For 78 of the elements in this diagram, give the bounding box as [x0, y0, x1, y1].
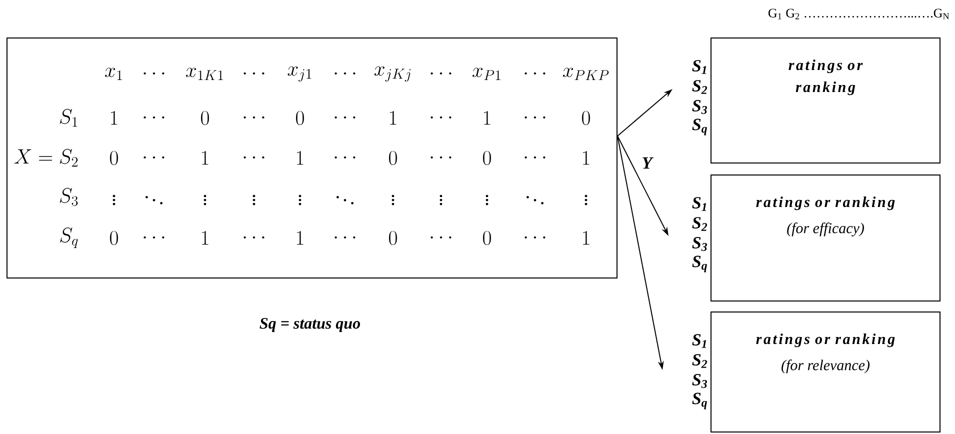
matrix-cell: $\vdots$ — [584, 194, 588, 206]
matrix-cell: $1$ — [202, 150, 208, 165]
matrix-cell: $\cdots$ — [244, 156, 264, 159]
matrix-cell: $1$ — [390, 110, 396, 125]
note: Sq = status quo — [260, 318, 360, 332]
matrix-cell: $1$ — [202, 230, 208, 245]
matrix-cell: $1$ — [583, 230, 590, 245]
result-box: ratings or ranking — [710, 38, 940, 164]
matrix-cell: $\vdots$ — [440, 194, 442, 206]
row-label: S$_{1}$ — [692, 60, 706, 74]
row-label: S$_{1}$ — [692, 334, 706, 348]
matrix-cell: $0$ — [110, 150, 118, 166]
matrix-cell: $S_{1}$ — [60, 108, 78, 127]
matrix-cell: $0$ — [110, 230, 118, 246]
matrix-cell: $\vdots$ — [298, 194, 302, 206]
matrix-cell: $\vdots$ — [486, 194, 488, 206]
row-label: S$_{3}$ — [692, 374, 707, 388]
matrix-cell: $x_{jKj}$ — [374, 66, 411, 82]
matrix-box — [6, 38, 618, 278]
matrix-cell: $\cdots$ — [430, 156, 452, 159]
matrix-cell: $\cdots$ — [144, 72, 164, 75]
matrix-cell: $x_{PKP}$ — [563, 68, 609, 80]
row-label: S$_{2}$ — [692, 217, 708, 231]
matrix-cell: $1$ — [484, 110, 490, 125]
matrix-cell: $\cdots$ — [244, 72, 264, 75]
matrix-cell: $S_{3}$ — [60, 188, 78, 206]
matrix-cell: $\cdots$ — [524, 156, 546, 159]
matrix-cell: $\cdots$ — [144, 236, 164, 239]
matrix-cell: $\cdots$ — [244, 236, 264, 239]
row-label: S$_{2}$ — [692, 80, 708, 94]
matrix-cell: $0$ — [389, 230, 397, 246]
matrix-cell: $\cdots$ — [524, 116, 546, 119]
edge-label: Y — [640, 156, 654, 170]
matrix-cell: $\cdots$ — [430, 236, 452, 239]
matrix-cell: $\cdots$ — [430, 72, 452, 75]
row-label: S$_{q}$ — [692, 392, 707, 410]
matrix-cell: $x_{1}$ — [105, 68, 122, 80]
matrix-cell: $x_{1K1}$ — [186, 68, 223, 80]
matrix-cell: $\vdots$ — [112, 194, 116, 206]
matrix-cell: $\vdots$ — [204, 194, 206, 206]
row-label: S$_{1}$ — [692, 197, 706, 211]
result-box: ratings or ranking (for efficacy) — [710, 174, 940, 302]
matrix-cell: $\cdots$ — [430, 116, 452, 119]
row-label: S$_{q}$ — [692, 256, 707, 272]
matrix-cell: $\vdots$ — [252, 194, 256, 206]
matrix-cell: $\ddots$ — [336, 196, 354, 204]
row-label: S$_{q}$ — [692, 118, 707, 136]
matrix-cell: $\cdots$ — [334, 236, 356, 239]
matrix-cell: $0$ — [483, 150, 491, 166]
matrix-cell: $\cdots$ — [524, 72, 546, 75]
matrix-cell: $X = S_{2}$ — [14, 148, 78, 167]
matrix-cell: $\cdots$ — [334, 156, 356, 159]
matrix-cell: $0$ — [296, 110, 304, 126]
matrix-cell: $1$ — [583, 150, 590, 165]
matrix-cell: $\cdots$ — [144, 116, 164, 119]
matrix-cell: $0$ — [483, 230, 491, 246]
matrix-cell: $\cdots$ — [334, 72, 356, 75]
matrix-cell: $\cdots$ — [334, 116, 356, 119]
matrix-cell: $0$ — [389, 150, 397, 166]
matrix-cell: $S_{q}$ — [60, 228, 78, 248]
matrix-cell: $x_{P1}$ — [472, 68, 500, 80]
matrix-cell: $\cdots$ — [144, 156, 164, 159]
row-label: S$_{2}$ — [692, 354, 708, 368]
matrix-cell: $x_{j1}$ — [288, 66, 312, 82]
matrix-cell: $\cdots$ — [244, 116, 264, 119]
matrix-cell: $\cdots$ — [524, 236, 546, 239]
matrix-cell: $\ddots$ — [146, 196, 162, 204]
row-label: S$_{3}$ — [692, 237, 707, 251]
matrix-cell: $\ddots$ — [526, 196, 544, 204]
row-label: S$_{3}$ — [692, 100, 707, 114]
result-box: ratings or ranking (for relevance) — [710, 312, 940, 432]
matrix-cell: $0$ — [582, 110, 590, 126]
matrix-cell: $1$ — [111, 110, 118, 125]
column-header: G$_{1}$ G$_{2}$ ……………………...….G$_{N}$ — [768, 8, 950, 20]
matrix-cell: $1$ — [297, 230, 304, 245]
matrix-cell: $1$ — [297, 150, 304, 165]
matrix-cell: $\vdots$ — [392, 194, 394, 206]
matrix-cell: $0$ — [201, 110, 209, 126]
